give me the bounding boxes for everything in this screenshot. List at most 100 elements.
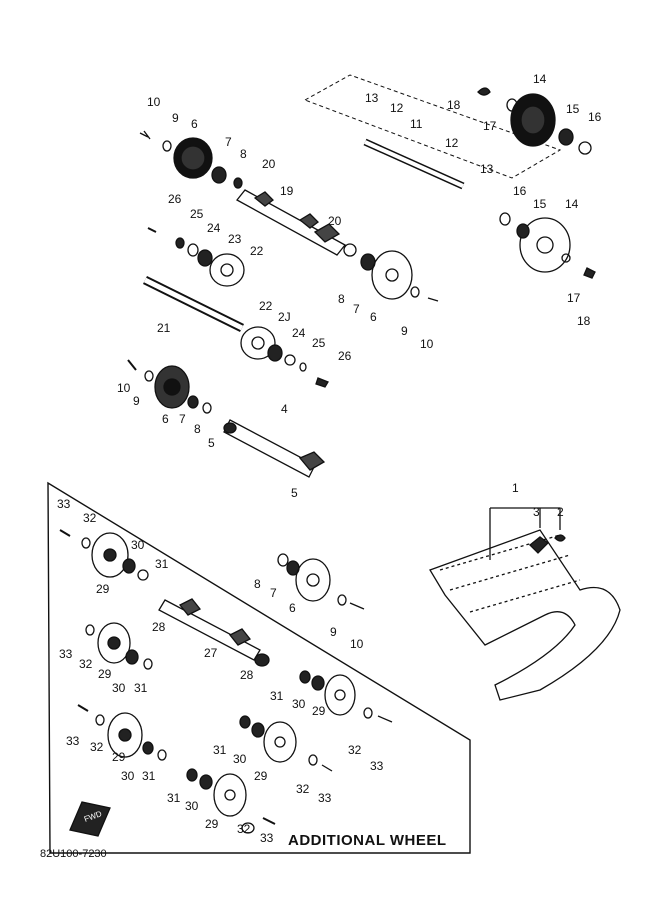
wheel-29-f xyxy=(213,773,247,817)
callout-31-c31f: 31 xyxy=(167,791,181,805)
callout-29-c29e: 29 xyxy=(254,769,268,783)
callout-11-c11: 11 xyxy=(410,117,423,131)
callout-17-c17b: 17 xyxy=(567,291,581,305)
callout-7-c7c: 7 xyxy=(179,412,186,426)
callout-30-c30a: 30 xyxy=(131,538,145,552)
callout-14-c14a: 14 xyxy=(533,72,547,86)
callout-22-c22b: 22 xyxy=(259,299,273,313)
callout-29-c29d: 29 xyxy=(112,750,126,764)
callout-30-c30d: 30 xyxy=(121,769,135,783)
callout-9-c9a: 9 xyxy=(172,111,179,125)
callout-32-c32d: 32 xyxy=(348,743,362,757)
drawing-code: 82U100-7230 xyxy=(40,848,107,860)
callout-33-c33d: 33 xyxy=(370,759,384,773)
callout-6-c6a: 6 xyxy=(191,117,198,131)
callout-4-c4: 4 xyxy=(281,402,288,416)
callout-30-c30e: 30 xyxy=(233,752,247,766)
callout-1-c1: 1 xyxy=(512,481,519,495)
callout-32-c32c: 32 xyxy=(90,740,104,754)
callout-15-c15b: 15 xyxy=(533,197,547,211)
callout-22-c22a: 22 xyxy=(250,244,264,258)
callout-7-c7a: 7 xyxy=(225,135,232,149)
callout-20-c20a: 20 xyxy=(262,157,276,171)
callout-6-c6c: 6 xyxy=(162,412,169,426)
callout-30-c30b: 30 xyxy=(112,681,126,695)
wheel-29-e xyxy=(263,721,297,763)
callout-29-c29b: 29 xyxy=(98,667,112,681)
callout-32-c32a: 32 xyxy=(83,511,97,525)
callout-2J-c2J: 2J xyxy=(278,310,291,324)
wheel-6-add xyxy=(295,558,331,602)
callout-27-c27: 27 xyxy=(204,646,218,660)
callout-9-c9d: 9 xyxy=(330,625,337,639)
callout-19-c19: 19 xyxy=(280,184,294,198)
callout-24-c24a: 24 xyxy=(207,221,221,235)
callout-20-c20b: 20 xyxy=(328,214,342,228)
callout-31-c31e: 31 xyxy=(213,743,227,757)
callout-26-c26a: 26 xyxy=(168,192,182,206)
callout-33-c33e: 33 xyxy=(318,791,332,805)
callout-33-c33c: 33 xyxy=(66,734,80,748)
callout-33-c33a: 33 xyxy=(57,497,71,511)
callout-18-c18a: 18 xyxy=(447,98,461,112)
callout-16-c16b: 16 xyxy=(513,184,527,198)
callout-6-c6d: 6 xyxy=(289,601,296,615)
callout-13-c13a: 13 xyxy=(365,91,379,105)
upper-frame-outline xyxy=(303,74,562,179)
callout-8-c8d: 8 xyxy=(254,577,261,591)
callout-8-c8a: 8 xyxy=(240,147,247,161)
callout-8-c8c: 8 xyxy=(194,422,201,436)
callout-31-c31d: 31 xyxy=(142,769,156,783)
callout-3-c3: 3 xyxy=(533,505,540,519)
callout-28-c28b: 28 xyxy=(240,668,254,682)
wheel-29-a xyxy=(91,532,129,578)
callout-25-c25b: 25 xyxy=(312,336,326,350)
callout-7-c7b: 7 xyxy=(353,302,360,316)
callout-29-c29c: 29 xyxy=(312,704,326,718)
callout-23-c23: 23 xyxy=(228,232,242,246)
track-assembly xyxy=(429,529,621,701)
wheel-14-lower xyxy=(519,217,571,273)
callout-25-c25a: 25 xyxy=(190,207,204,221)
wheel-22-lower xyxy=(240,326,276,360)
callout-18-c18b: 18 xyxy=(577,314,591,328)
callout-12-c12a: 12 xyxy=(390,101,404,115)
callout-10-c10b: 10 xyxy=(420,337,434,351)
bracket-27 xyxy=(158,599,261,661)
callout-13-c13b: 13 xyxy=(480,162,494,176)
callout-14-c14b: 14 xyxy=(565,197,579,211)
callout-8-c8b: 8 xyxy=(338,292,345,306)
callout-32-c32f: 32 xyxy=(237,822,251,836)
callout-31-c31a: 31 xyxy=(155,557,169,571)
wheel-22-top xyxy=(209,253,245,287)
callout-17-c17a: 17 xyxy=(483,119,497,133)
callout-29-c29f: 29 xyxy=(205,817,219,831)
callout-15-c15a: 15 xyxy=(566,102,580,116)
callout-30-c30c: 30 xyxy=(292,697,306,711)
callout-32-c32e: 32 xyxy=(296,782,310,796)
callout-30-c30f: 30 xyxy=(185,799,199,813)
wheel-6-mid xyxy=(371,250,413,300)
callout-5-c5b: 5 xyxy=(291,486,298,500)
bolt-10-top xyxy=(139,130,151,140)
callout-9-c9c: 9 xyxy=(133,394,140,408)
callout-6-c6b: 6 xyxy=(370,310,377,324)
callout-32-c32b: 32 xyxy=(79,657,93,671)
wheel-29-d xyxy=(107,712,143,758)
callout-26-c26b: 26 xyxy=(338,349,352,363)
callout-10-c10d: 10 xyxy=(350,637,364,651)
wheel-29-c xyxy=(324,674,356,716)
wheel-29-b xyxy=(97,622,131,664)
callout-10-c10a: 10 xyxy=(147,95,161,109)
callout-16-c16a: 16 xyxy=(588,110,602,124)
callout-31-c31c: 31 xyxy=(270,689,284,703)
callout-24-c24b: 24 xyxy=(292,326,306,340)
additional-wheel-frame xyxy=(47,481,471,854)
callout-33-c33b: 33 xyxy=(59,647,73,661)
callout-29-c29a: 29 xyxy=(96,582,110,596)
callout-7-c7d: 7 xyxy=(270,586,277,600)
bracket-4 xyxy=(223,419,316,478)
callout-5-c5a: 5 xyxy=(208,436,215,450)
